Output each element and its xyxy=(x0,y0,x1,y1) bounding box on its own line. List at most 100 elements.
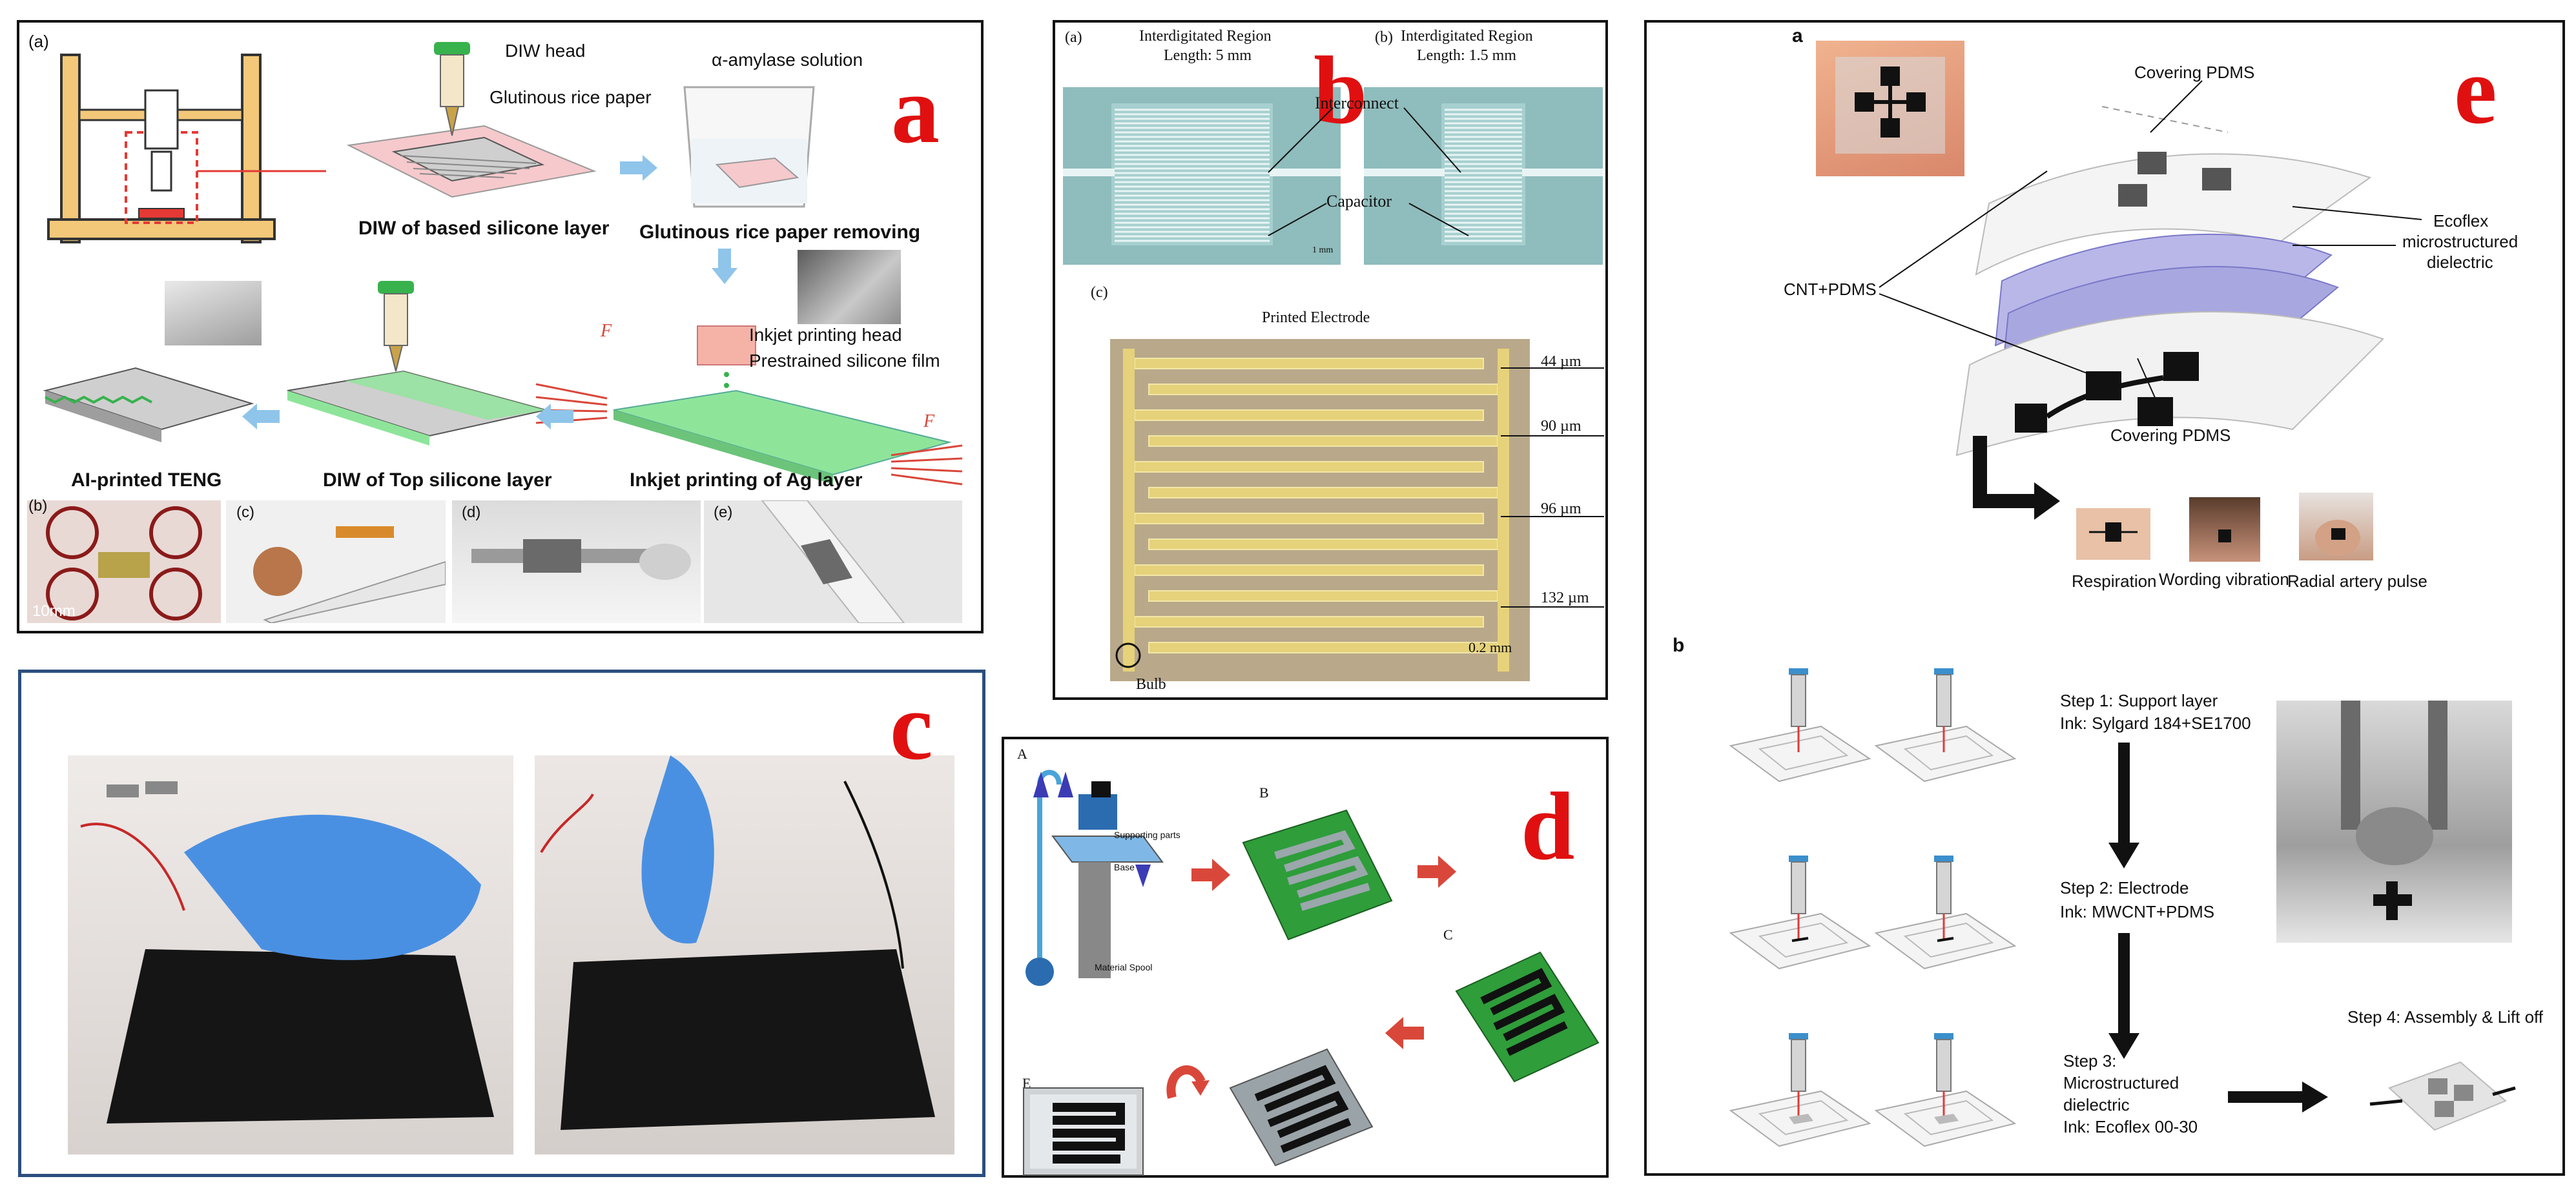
step3-line4: Ink: Ecoflex 00-30 xyxy=(2063,1117,2198,1136)
step-diw-top-label: DIW of Top silicone layer xyxy=(323,469,552,491)
callout-lines-b xyxy=(1268,107,1469,236)
beaker-illustration xyxy=(683,86,815,208)
printer-3d-illustration xyxy=(1025,770,1164,986)
lift-off-photo xyxy=(2276,701,2512,943)
dim-90: 90 µm xyxy=(1541,418,1582,435)
sub-label-b: (b) xyxy=(1375,29,1393,46)
green-plate-c xyxy=(1455,951,1600,1083)
step-inkjet-ag-label: Inkjet printing of Ag layer xyxy=(630,469,863,491)
prestrained-label: Prestrained silicone film xyxy=(749,351,940,371)
gray-plate-d xyxy=(1229,1048,1374,1167)
photo-b-seals xyxy=(27,500,221,623)
inkjet-head-label: Inkjet printing head xyxy=(749,325,902,345)
capacitor-label: Capacitor xyxy=(1326,192,1392,210)
step3-line2: Microstructured xyxy=(2063,1073,2179,1093)
teng-photo-inset xyxy=(165,281,262,345)
bulb-label: Bulb xyxy=(1136,676,1166,693)
printer-frame-illustration xyxy=(47,54,326,243)
photo-d-caliper xyxy=(452,500,701,623)
ecoflex-line3: dielectric xyxy=(2427,252,2493,272)
l-shaped-arrow xyxy=(1973,436,2060,520)
base-label: Base xyxy=(1114,862,1135,872)
panel-d: A Supporting parts Base Material Spool B… xyxy=(1002,737,1609,1178)
printing-step-illustration xyxy=(1729,856,1871,970)
force-label-1: F xyxy=(601,321,612,341)
app-photo-respiration xyxy=(2076,508,2150,560)
app-photo-radial xyxy=(2299,493,2373,560)
scale-02mm: 0.2 mm xyxy=(1468,639,1512,655)
sub-label-b: b xyxy=(1673,635,1685,656)
inkjet-photo-inset xyxy=(798,250,901,324)
panel-letter-b: b xyxy=(1314,37,1368,144)
label-B: B xyxy=(1259,785,1269,801)
step3-line3: dielectric xyxy=(2063,1095,2130,1114)
region-b-line2: Length: 1.5 mm xyxy=(1417,47,1516,64)
scale-1mm: 1 mm xyxy=(1312,245,1334,255)
panel-letter-e: e xyxy=(2454,37,2497,144)
panel-letter-c: c xyxy=(890,673,933,780)
printing-step-illustration xyxy=(1874,668,2017,783)
sub-label-c: (c) xyxy=(236,504,254,521)
sub-label-e: (e) xyxy=(714,504,733,521)
panel-e: a Covering PDMS Ecoflex microstructured … xyxy=(1644,20,2565,1176)
red-curved-arrow xyxy=(1166,1065,1210,1099)
ecoflex-line2: microstructured xyxy=(2402,232,2519,251)
region-a-line1: Interdigitated Region xyxy=(1139,28,1272,45)
dim-96: 96 µm xyxy=(1541,500,1582,517)
printed-electrode-micrograph xyxy=(1110,339,1530,681)
panel-c: c xyxy=(18,670,985,1177)
photo-c-hand-press xyxy=(535,755,954,1154)
callout-lines-e xyxy=(1879,80,2422,417)
sub-label-c: (c) xyxy=(1091,284,1108,301)
step2-line2: Ink: MWCNT+PDMS xyxy=(2060,902,2215,921)
dimension-lines xyxy=(1501,367,1604,608)
region-a-line2: Length: 5 mm xyxy=(1164,47,1252,64)
dim-132: 132 µm xyxy=(1541,590,1589,606)
step-arrows xyxy=(2108,743,2328,1113)
supporting-parts-label: Supporting parts xyxy=(1114,830,1180,840)
app-wording-label: Wording vibration xyxy=(2159,569,2289,589)
device-on-hand-photo xyxy=(1816,41,1964,176)
step-paper-remove-label: Glutinous rice paper removing xyxy=(639,221,921,243)
app-respiration-label: Respiration xyxy=(2072,571,2157,591)
photo-c-coin-ruler xyxy=(226,500,446,623)
photo-c-hand-flat xyxy=(68,755,513,1154)
panel-b: (a) (b) Interdigitated Region Length: 5 … xyxy=(1053,20,1608,700)
printing-step-illustration xyxy=(1729,1033,1871,1147)
step1-line1: Step 1: Support layer xyxy=(2060,691,2218,710)
diw-head-label: DIW head xyxy=(505,41,586,61)
app-radial-label: Radial artery pulse xyxy=(2287,571,2427,591)
micrograph-a xyxy=(1063,87,1341,265)
flow-arrow-4 xyxy=(242,404,280,429)
step1-line2: Ink: Sylgard 184+SE1700 xyxy=(2060,713,2251,733)
app-photo-wording xyxy=(2189,497,2260,562)
panel-a: (a) DIW head Glutinous rice paper DIW of… xyxy=(17,20,984,633)
printing-step-illustration xyxy=(1729,668,1871,783)
covering-pdms-top: Covering PDMS xyxy=(2134,63,2255,82)
dim-44: 44 µm xyxy=(1541,353,1582,370)
panel-letter-d: d xyxy=(1521,773,1575,880)
ecoflex-line1: Ecoflex xyxy=(2433,211,2489,231)
step3-line1: Step 3: xyxy=(2063,1051,2117,1071)
label-E: E xyxy=(1022,1075,1031,1091)
micrograph-b xyxy=(1364,87,1603,265)
flow-arrow-3 xyxy=(536,404,573,429)
step4-label: Step 4: Assembly & Lift off xyxy=(2347,1007,2544,1027)
covering-pdms-bottom: Covering PDMS xyxy=(2110,426,2231,445)
red-arrow-1 xyxy=(1191,859,1230,891)
scale-10mm: 10mm xyxy=(32,602,76,620)
ai-teng-illustration xyxy=(43,367,254,442)
printing-step-illustration xyxy=(1874,1033,2017,1147)
interconnect-label: Interconnect xyxy=(1315,94,1399,112)
red-arrow-2 xyxy=(1417,856,1456,888)
cnt-pdms-label: CNT+PDMS xyxy=(1784,280,1877,299)
label-A: A xyxy=(1017,746,1027,762)
exploded-layer-stack xyxy=(1955,106,2384,457)
glutinous-paper-label: Glutinous rice paper xyxy=(489,87,652,107)
amylase-label: α-amylase solution xyxy=(712,50,863,70)
red-arrow-3 xyxy=(1385,1017,1424,1049)
sub-label-d: (d) xyxy=(462,504,481,521)
green-plate-b xyxy=(1242,809,1393,941)
sub-label-a: (a) xyxy=(1065,29,1082,46)
force-label-2: F xyxy=(923,411,935,431)
